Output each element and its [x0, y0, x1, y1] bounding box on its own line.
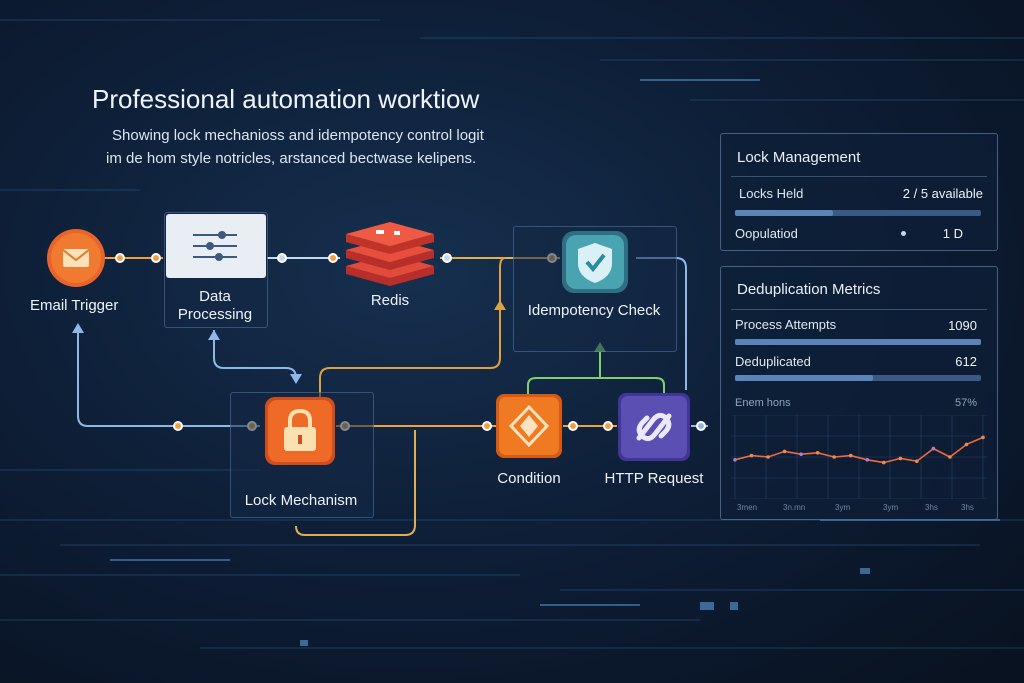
page-title: Professional automation worktiow — [92, 84, 480, 114]
deduplicated-value: 612 — [955, 354, 977, 369]
x-tick-1: 3n.mn — [783, 503, 806, 512]
trend-point — [898, 456, 903, 461]
trend-point — [832, 455, 836, 459]
http-request-node[interactable] — [617, 392, 691, 462]
redis-stack-icon — [346, 222, 434, 286]
subtitle-line-2: im de hom style notricles, arstanced bec… — [106, 150, 477, 167]
process-attempts-value: 1090 — [948, 318, 977, 333]
lock-mechanism-node[interactable] — [230, 392, 374, 518]
edge-condition-idempotency — [527, 377, 665, 395]
rate-value: 57% — [954, 397, 977, 409]
sliders-icon — [166, 214, 266, 278]
x-tick-3: 3ym — [883, 503, 899, 512]
trend-point — [733, 458, 737, 462]
condition-node[interactable] — [495, 393, 563, 459]
locks-held-value: 2 / 5 available — [902, 186, 983, 201]
diamond-branch-icon — [496, 394, 562, 458]
idempotency-check-label: Idempotency Check — [527, 302, 661, 319]
trend-point — [948, 455, 952, 459]
x-tick-4: 3hs — [925, 503, 938, 512]
process-attempts-bar-fill — [735, 339, 981, 345]
padlock-icon — [265, 397, 335, 465]
trend-point — [749, 453, 754, 458]
edge-lock-return — [295, 430, 416, 536]
locks-held-bar — [735, 210, 981, 216]
edge-redis-lock — [319, 257, 506, 400]
trend-point — [865, 458, 870, 462]
condition-label: Condition — [497, 470, 561, 487]
trend-chart — [731, 415, 987, 499]
lock-management-title: Lock Management — [737, 149, 861, 166]
deduplicated-bar — [735, 375, 981, 381]
trend-point — [964, 442, 969, 447]
email-trigger-node[interactable] — [46, 228, 106, 288]
email-trigger-label: Email Trigger — [30, 297, 119, 314]
x-tick-5: 3hs — [961, 503, 974, 512]
subtitle-line-1: Showing lock mechanioss and idempotency … — [112, 127, 484, 144]
envelope-icon — [47, 229, 105, 287]
x-tick-0: 3men — [737, 503, 758, 512]
oopulatiod-label: Oopulatiod — [735, 226, 798, 241]
link-loop-icon — [618, 393, 690, 461]
trend-point — [848, 453, 853, 458]
edge-email-lock — [77, 325, 260, 427]
oopulatiod-value: 1 D — [942, 226, 963, 241]
redis-node[interactable] — [340, 222, 440, 286]
deduplication-metrics-panel: Deduplication Metrics Process Attempts 1… — [720, 266, 998, 520]
data-processing-node[interactable] — [164, 212, 268, 328]
deduplication-metrics-title: Deduplication Metrics — [737, 281, 881, 298]
trend-point — [815, 451, 820, 455]
trend-point — [915, 459, 919, 463]
status-dot — [901, 231, 906, 236]
locks-held-label: Locks Held — [739, 186, 804, 201]
trend-point — [782, 449, 787, 454]
idempotency-check-node[interactable] — [513, 226, 677, 352]
x-tick-2: 3ym — [835, 503, 851, 512]
data-processing-label: Data Processing — [177, 288, 253, 323]
deduplicated-bar-fill — [735, 375, 873, 381]
trend-line — [734, 436, 984, 464]
shield-check-icon — [562, 231, 628, 293]
lock-management-panel: Lock Management Locks Held 2 / 5 availab… — [720, 133, 998, 251]
trend-point — [882, 460, 886, 465]
locks-held-bar-fill — [735, 210, 834, 216]
trend-point — [981, 435, 985, 440]
trend-point — [931, 446, 936, 451]
redis-label: Redis — [370, 292, 410, 309]
process-attempts-label: Process Attempts — [735, 317, 837, 332]
trend-point — [799, 452, 803, 456]
edge-data-lock — [213, 330, 297, 379]
rate-label: Enem hons — [735, 397, 791, 409]
process-attempts-bar — [735, 339, 981, 345]
lock-mechanism-label: Lock Mechanism — [244, 492, 358, 509]
http-request-label: HTTP Request — [604, 470, 704, 487]
deduplicated-label: Deduplicated — [735, 354, 811, 369]
trend-point — [766, 455, 770, 459]
